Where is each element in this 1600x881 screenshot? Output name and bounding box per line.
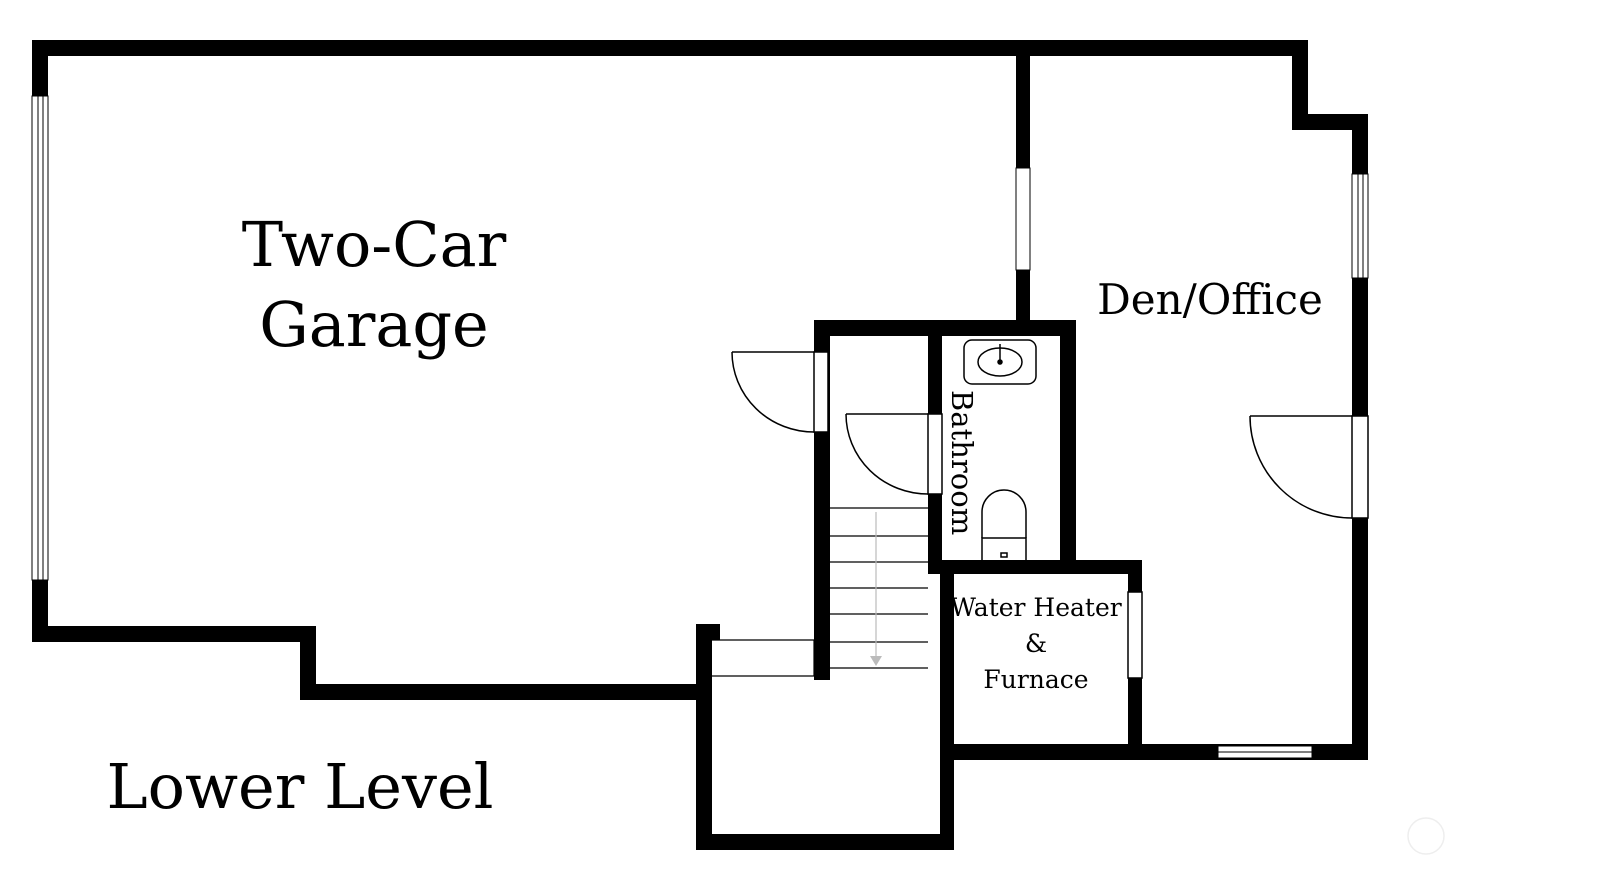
- garage-door-opening: [31, 95, 49, 581]
- wall-landing-right: [940, 740, 954, 850]
- labels: Two-Car Garage Den/Office Bathroom Water…: [106, 208, 1322, 823]
- window-den-right: [1351, 173, 1369, 279]
- wall-garage-step: [300, 626, 316, 700]
- wall-garage-bottom-left: [32, 626, 316, 642]
- wall-bath-bottom: [928, 560, 1140, 574]
- wall-den-notch-vertical: [1292, 40, 1308, 130]
- utility-label-line3: Furnace: [983, 665, 1088, 694]
- doors: [731, 351, 1369, 679]
- bathroom-label: Bathroom: [945, 390, 979, 535]
- den-label: Den/Office: [1097, 275, 1323, 324]
- utility-label-line2: &: [1025, 629, 1047, 658]
- wall-landing-cap: [696, 624, 720, 640]
- door-den: [1351, 415, 1369, 519]
- window-divider: [1015, 167, 1031, 271]
- garage-label-line1: Two-Car: [242, 208, 507, 281]
- stairs: [712, 507, 928, 677]
- wall-landing-left: [696, 624, 712, 850]
- wall-garage-bottom: [300, 684, 696, 700]
- wall-den-notch-horizontal: [1292, 114, 1368, 130]
- windows: [31, 95, 1369, 759]
- wall-utility-left: [940, 568, 954, 760]
- watermark-icon: [1407, 817, 1445, 855]
- door-utility: [1127, 591, 1143, 679]
- wall-core-top: [814, 320, 1076, 336]
- fixtures: [963, 339, 1037, 563]
- wall-landing-bottom: [696, 834, 954, 850]
- sink-icon: [963, 339, 1037, 385]
- walls: [32, 40, 1368, 850]
- wall-top: [32, 40, 1308, 56]
- door-garage-stair: [813, 351, 829, 433]
- toilet-icon: [981, 489, 1027, 563]
- level-title: Lower Level: [106, 750, 493, 823]
- utility-label-line1: Water Heater: [950, 593, 1122, 622]
- door-stair-bath: [927, 413, 943, 495]
- garage-label-line2: Garage: [259, 288, 488, 361]
- wall-bath-right: [1060, 320, 1076, 568]
